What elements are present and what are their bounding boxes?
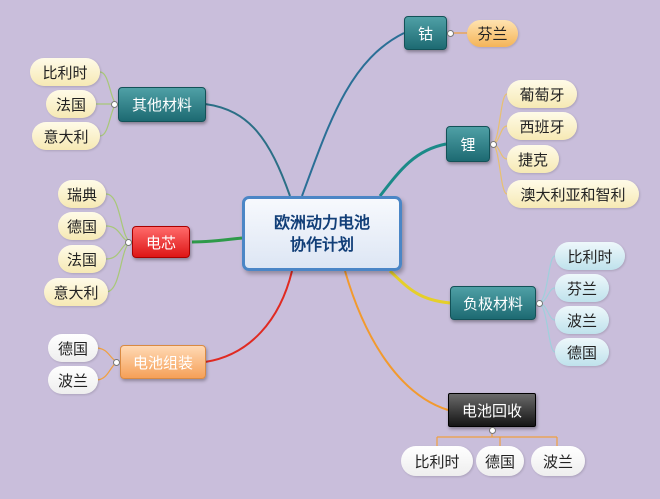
collapse-toggle-assembly[interactable] <box>113 359 120 366</box>
branch-anode-material[interactable]: 负极材料 <box>450 286 536 320</box>
central-topic[interactable]: 欧洲动力电池 协作计划 <box>242 196 402 271</box>
leaf-assembly-germany[interactable]: 德国 <box>48 334 98 362</box>
central-topic-line1: 欧洲动力电池 <box>273 212 370 232</box>
leaf-recycling-poland[interactable]: 波兰 <box>531 446 585 476</box>
branch-battery-assembly[interactable]: 电池组装 <box>120 345 206 379</box>
collapse-toggle-lithium[interactable] <box>490 141 497 148</box>
leaf-other-italy[interactable]: 意大利 <box>32 122 100 150</box>
leaf-cell-germany[interactable]: 德国 <box>58 212 106 240</box>
collapse-toggle-cell[interactable] <box>125 239 132 246</box>
collapse-toggle-other[interactable] <box>111 101 118 108</box>
central-topic-line2: 协作计划 <box>289 234 354 254</box>
leaf-cell-italy[interactable]: 意大利 <box>44 278 108 306</box>
leaf-anode-poland[interactable]: 波兰 <box>555 306 609 334</box>
line-anode <box>388 269 451 305</box>
leaf-other-france[interactable]: 法国 <box>46 90 96 118</box>
leaf-lithium-spain[interactable]: 西班牙 <box>507 112 577 140</box>
line-assembly <box>204 270 293 363</box>
leaf-anode-belgium[interactable]: 比利时 <box>555 242 625 270</box>
leaf-cobalt-finland[interactable]: 芬兰 <box>467 20 518 47</box>
branch-battery-cell[interactable]: 电芯 <box>132 226 190 258</box>
leaf-anode-finland[interactable]: 芬兰 <box>555 274 609 302</box>
line-cell <box>191 236 243 244</box>
leaf-other-belgium[interactable]: 比利时 <box>30 58 100 86</box>
line-cobalt <box>301 32 405 197</box>
branch-other-materials[interactable]: 其他材料 <box>118 87 206 122</box>
leaf-assembly-poland[interactable]: 波兰 <box>48 366 98 394</box>
leaf-cell-france[interactable]: 法国 <box>58 245 106 273</box>
line-lithium <box>378 142 447 197</box>
collapse-toggle-recycling[interactable] <box>489 427 496 434</box>
line-recycling <box>344 270 449 411</box>
leaf-lithium-portugal[interactable]: 葡萄牙 <box>507 80 577 108</box>
leaf-recycling-belgium[interactable]: 比利时 <box>401 446 473 476</box>
leaf-cell-sweden[interactable]: 瑞典 <box>58 180 106 208</box>
leaf-lithium-czech[interactable]: 捷克 <box>507 145 559 173</box>
leaf-recycling-germany[interactable]: 德国 <box>476 446 524 476</box>
branch-cobalt[interactable]: 钴 <box>404 16 447 50</box>
collapse-toggle-cobalt[interactable] <box>447 30 454 37</box>
leaf-lithium-australia-chile[interactable]: 澳大利亚和智利 <box>507 180 639 208</box>
branch-lithium[interactable]: 锂 <box>446 126 490 162</box>
collapse-toggle-anode[interactable] <box>536 300 543 307</box>
leaf-anode-germany[interactable]: 德国 <box>555 338 609 366</box>
branch-battery-recycling[interactable]: 电池回收 <box>448 393 536 427</box>
line-other <box>204 103 291 197</box>
